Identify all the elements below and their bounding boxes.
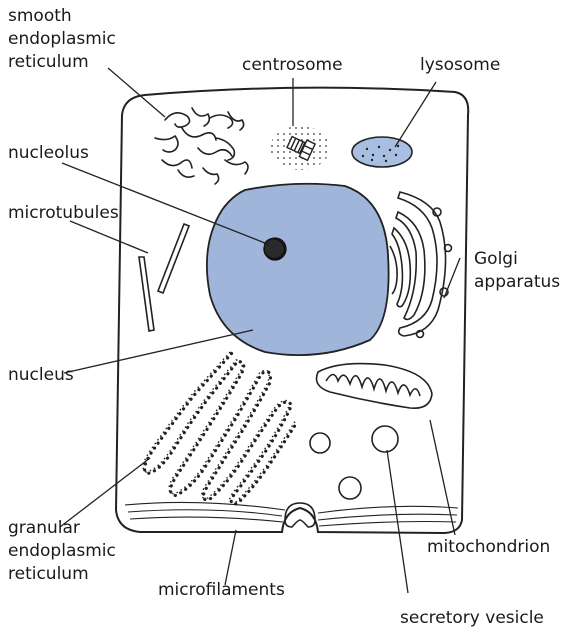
label-nucleus: nucleus — [8, 364, 74, 386]
nucleolus — [264, 238, 286, 260]
label-microtubules: microtubules — [8, 202, 119, 224]
golgi-apparatus — [390, 192, 452, 338]
label-smooth-er-line1: smooth — [8, 5, 72, 27]
label-granular-er-line1: granular — [8, 517, 80, 539]
label-granular-er-line2: endoplasmic — [8, 540, 116, 562]
secretory-vesicles — [310, 426, 398, 499]
label-mitochondrion: mitochondrion — [427, 536, 550, 558]
granular-endoplasmic-reticulum — [143, 352, 297, 504]
centrosome — [270, 126, 330, 170]
label-microfilaments: microfilaments — [158, 579, 285, 601]
lysosome — [352, 137, 412, 167]
label-smooth-er-line2: endoplasmic — [8, 28, 116, 50]
label-smooth-er-line3: reticulum — [8, 51, 89, 73]
label-lysosome: lysosome — [420, 54, 500, 76]
label-nucleolus: nucleolus — [8, 142, 89, 164]
label-golgi-line1: Golgi — [474, 248, 518, 270]
mitochondrion — [317, 364, 433, 409]
smooth-endoplasmic-reticulum — [155, 108, 248, 184]
microtubules — [139, 224, 189, 331]
label-centrosome: centrosome — [242, 54, 343, 76]
label-secretory-vesicle: secretory vesicle — [400, 607, 544, 629]
label-golgi-line2: apparatus — [474, 271, 560, 293]
label-granular-er-line3: reticulum — [8, 563, 89, 585]
nucleus — [207, 184, 389, 355]
